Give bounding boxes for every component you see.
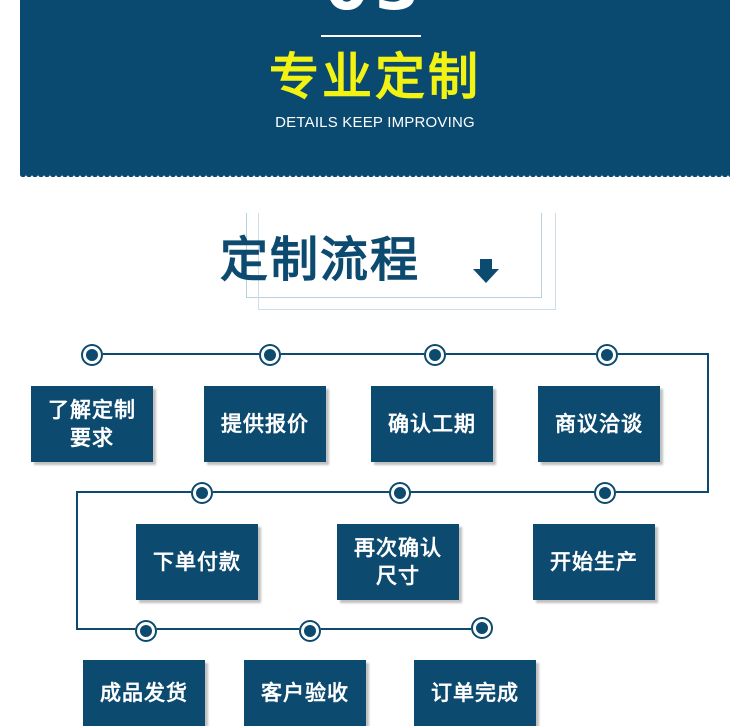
step-card-production: 开始生产 — [533, 524, 655, 600]
banner-subtitle: DETAILS KEEP IMPROVING — [275, 114, 475, 131]
flow-node — [389, 482, 411, 504]
step-card-quotation: 提供报价 — [204, 386, 326, 462]
flow-node — [191, 482, 213, 504]
step-card-negotiation: 商议洽谈 — [538, 386, 660, 462]
flow-node — [596, 344, 618, 366]
step-card-requirements: 了解定制要求 — [31, 386, 153, 462]
step-label: 成品发货 — [100, 681, 188, 705]
step-card-payment: 下单付款 — [136, 524, 258, 600]
step-card-complete: 订单完成 — [414, 660, 536, 726]
flow-node — [471, 617, 493, 639]
flow-node — [594, 482, 616, 504]
flow-node — [81, 344, 103, 366]
step-label: 订单完成 — [431, 681, 519, 705]
down-arrow-icon — [473, 259, 499, 283]
step-label: 客户验收 — [261, 681, 349, 705]
flow-node — [299, 620, 321, 642]
step-label: 再次确认尺寸 — [354, 536, 442, 588]
step-label: 确认工期 — [388, 412, 476, 436]
section-banner — [20, 0, 730, 174]
step-label: 提供报价 — [221, 412, 309, 436]
title-frame-outer — [246, 213, 542, 298]
step-label: 了解定制要求 — [48, 398, 136, 450]
banner-scallop-edge — [20, 174, 730, 180]
step-card-schedule: 确认工期 — [371, 386, 493, 462]
step-label: 下单付款 — [153, 550, 241, 574]
flow-node — [259, 344, 281, 366]
step-card-size-confirm: 再次确认尺寸 — [337, 524, 459, 600]
process-title: 定制流程 — [220, 232, 421, 288]
step-label: 开始生产 — [550, 550, 638, 574]
step-label: 商议洽谈 — [555, 412, 643, 436]
flow-node — [135, 620, 157, 642]
banner-title: 专业定制 — [269, 48, 481, 106]
step-card-shipping: 成品发货 — [83, 660, 205, 726]
step-card-acceptance: 客户验收 — [244, 660, 366, 726]
title-frame-inner — [258, 213, 556, 310]
section-number: 03 — [0, 0, 750, 20]
flow-node — [424, 344, 446, 366]
banner-divider — [321, 35, 421, 37]
